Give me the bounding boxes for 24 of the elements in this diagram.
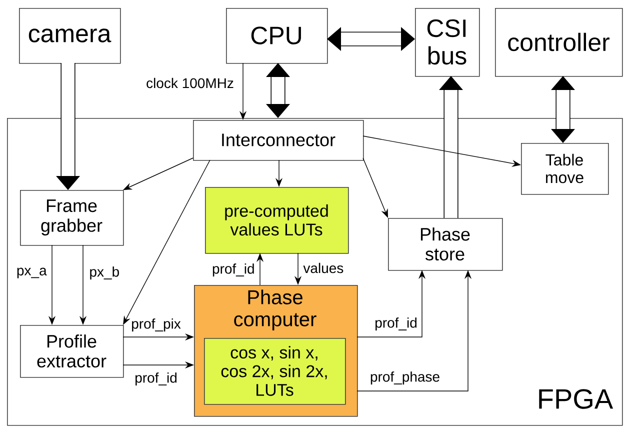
bus-arrow [327, 27, 415, 51]
edge-label: prof_phase [368, 370, 442, 386]
block-box: Interconnector [193, 120, 364, 161]
bus-arrow [56, 63, 80, 190]
lut-box: cos x, sin x, cos 2x, sin 2x, LUTs [204, 338, 346, 405]
block-box: Phase store [388, 218, 503, 271]
block-box: CPU [226, 8, 328, 64]
block-box: camera [19, 8, 121, 64]
edge-label: px_b [88, 265, 121, 281]
bus-arrow [439, 76, 463, 218]
block-box: Frame grabber [20, 190, 124, 246]
lut-box: pre-computed values LUTs [205, 187, 349, 254]
bus-arrow [266, 63, 290, 118]
edge-label: prof_id [211, 262, 256, 278]
block-box: Table move [521, 143, 609, 195]
block-box: controller [495, 8, 623, 77]
block-box: Profile extractor [20, 325, 124, 378]
edge-label: prof_id [134, 371, 178, 387]
edge-label: clock 100MHz [145, 76, 235, 90]
edge-label: prof_id [374, 316, 418, 332]
edge-label: prof_pix [130, 317, 182, 333]
edge-label: values [302, 262, 345, 274]
bus-arrow [551, 76, 575, 143]
block-box: CSI bus [415, 8, 480, 77]
